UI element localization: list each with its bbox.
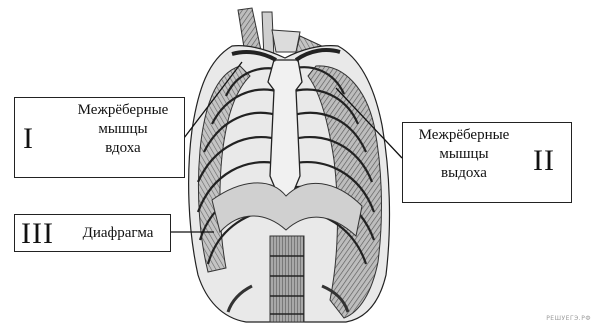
sternum [268, 60, 302, 200]
watermark: РЕШУЕГЭ.РФ [546, 315, 591, 322]
caption-line: Диафрагма [67, 224, 169, 243]
label-box-ii: Межрёберные мышцы выдоха II [402, 122, 572, 203]
caption-line: мышцы [405, 145, 523, 164]
caption-line: Межрёберные [405, 126, 523, 145]
caption-line: выдоха [405, 164, 523, 183]
label-box-iii: III Диафрагма [14, 214, 171, 252]
caption-line: мышцы [63, 120, 183, 139]
label-caption-ii: Межрёберные мышцы выдоха [405, 126, 523, 183]
label-box-i: I Межрёберные мышцы вдоха [14, 97, 185, 178]
label-caption-iii: Диафрагма [67, 224, 169, 243]
label-numeral-i: I [23, 124, 34, 154]
label-numeral-ii: II [533, 146, 555, 176]
label-numeral-iii: III [21, 219, 54, 249]
label-caption-i: Межрёберные мышцы вдоха [63, 101, 183, 158]
caption-line: вдоха [63, 139, 183, 158]
caption-line: Межрёберные [63, 101, 183, 120]
